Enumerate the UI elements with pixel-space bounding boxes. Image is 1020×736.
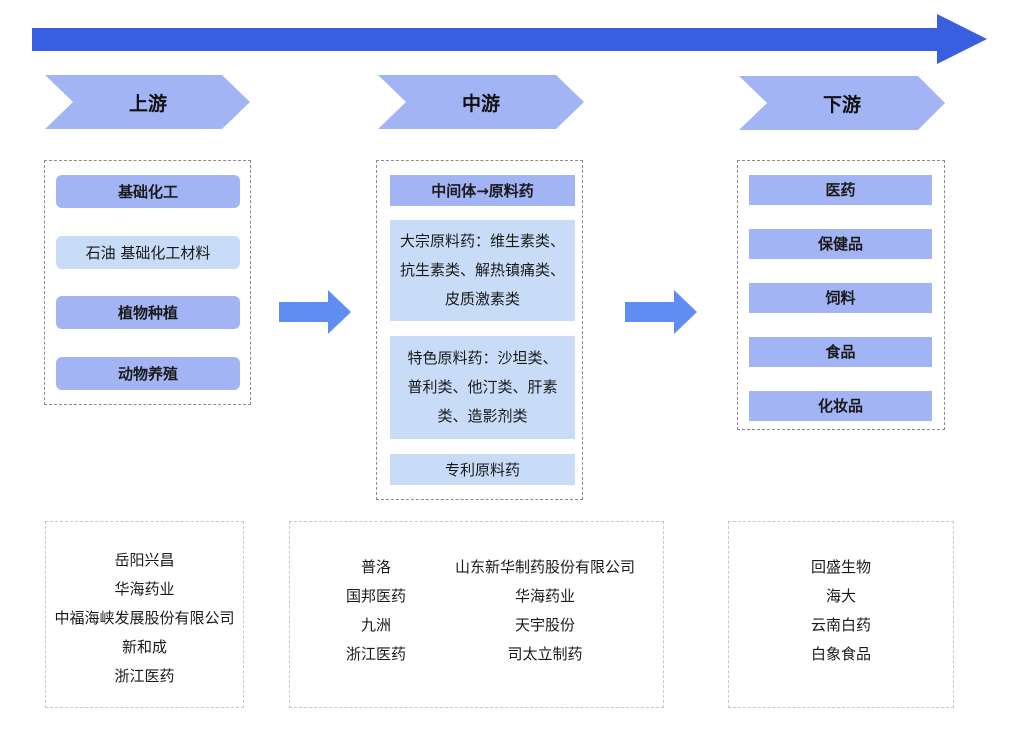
midstream-box (376, 160, 583, 500)
midstream-companies-right-list: 山东新华制药股份有限公司 华海药业 天宇股份 司太立制药 (440, 553, 650, 669)
downstream-item-feed: 饲料 (749, 283, 932, 313)
downstream-box (737, 160, 945, 430)
midstream-companies-box (289, 521, 664, 708)
company-name: 浙江医药 (345, 645, 406, 663)
downstream-item-medicine: 医药 (749, 175, 932, 205)
company-name: 华海药业 (514, 587, 575, 605)
stage-title-upstream: 上游 (128, 92, 167, 115)
company-name: 浙江医药 (114, 667, 175, 685)
upstream-box (44, 160, 251, 405)
company-name: 海大 (825, 587, 856, 605)
specialty-api-line-2: 普利类、他汀类、肝素 (407, 378, 558, 396)
downstream-item-food: 食品 (749, 337, 932, 367)
midstream-companies-left-list: 普洛 国邦医药 九洲 浙江医药 (322, 553, 430, 669)
specialty-api-line-1: 特色原料药：沙坦类、 (407, 349, 558, 367)
upstream-item-chemicals: 基础化工 (56, 175, 240, 208)
midstream-item-intermediate: 中间体→原料药 (390, 175, 575, 206)
chevron-upstream (45, 75, 945, 130)
downstream-item-cosmetics: 化妆品 (749, 391, 932, 421)
bulk-api-line-2: 抗生素类、解热镇痛类、 (399, 261, 565, 279)
upstream-item-planting: 植物种植 (56, 296, 240, 329)
specialty-api-line-3: 类、造影剂类 (437, 407, 528, 425)
downstream-companies-box (728, 521, 954, 708)
company-name: 司太立制药 (507, 645, 583, 663)
midstream-item-patent-api: 专利原料药 (390, 454, 575, 485)
company-name: 白象食品 (810, 645, 871, 663)
flow-arrow-upstream-to-midstream (279, 290, 697, 334)
company-name: 华海药业 (114, 580, 175, 598)
stage-title-downstream: 下游 (822, 93, 861, 116)
company-name: 回盛生物 (810, 558, 871, 576)
company-name: 山东新华制药股份有限公司 (454, 558, 635, 576)
company-name: 云南白药 (810, 616, 871, 634)
stage-title-midstream: 中游 (461, 92, 500, 115)
company-name: 国邦医药 (345, 587, 406, 605)
downstream-item-health-products: 保健品 (749, 229, 932, 259)
company-name: 岳阳兴昌 (114, 551, 175, 569)
downstream-companies-list: 回盛生物 海大 云南白药 白象食品 (728, 553, 954, 669)
company-name: 天宇股份 (514, 616, 575, 634)
company-name: 九洲 (360, 616, 391, 634)
top-flow-arrow (32, 14, 987, 64)
upstream-item-breeding: 动物养殖 (56, 357, 240, 390)
bulk-api-line-3: 皮质激素类 (444, 290, 520, 308)
midstream-item-bulk-api: 大宗原料药：维生素类、 抗生素类、解热镇痛类、 皮质激素类 (390, 220, 575, 321)
upstream-companies-box (45, 521, 244, 708)
company-name: 中福海峡发展股份有限公司 (54, 609, 235, 627)
company-name: 普洛 (360, 558, 391, 576)
company-name: 新和成 (121, 638, 167, 656)
upstream-item-petroleum: 石油 基础化工材料 (56, 236, 240, 269)
bulk-api-line-1: 大宗原料药：维生素类、 (399, 232, 565, 250)
upstream-companies-list: 岳阳兴昌 华海药业 中福海峡发展股份有限公司 新和成 浙江医药 (45, 546, 244, 691)
midstream-item-specialty-api: 特色原料药：沙坦类、 普利类、他汀类、肝素 类、造影剂类 (390, 336, 575, 439)
